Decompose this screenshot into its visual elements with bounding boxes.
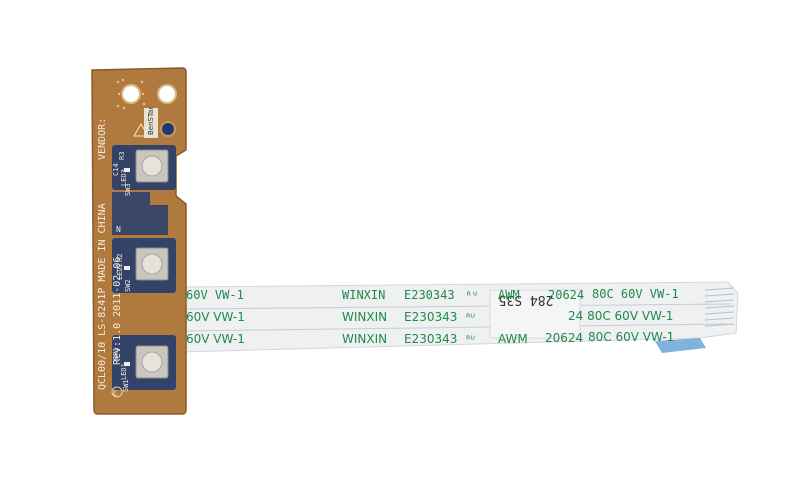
cable-print-row: 60V VW-1 WINXIN E230343 ᴿᵁ 24 80C 60V VW… <box>186 309 673 324</box>
ref-c14: C14 <box>112 163 120 176</box>
ref-led2: LED2 <box>116 263 124 280</box>
print-rating-left: 60V VW-1 <box>186 332 245 346</box>
fiducial <box>111 386 123 398</box>
print-code: E230343 <box>404 332 457 346</box>
print-maker: WINXIN <box>342 310 387 324</box>
cable-print-row: 60V VW-1 WINXIN E230343 ᴿᵁ AWM 20624 80C… <box>186 330 674 346</box>
ref-sw2: SW2 <box>124 279 132 292</box>
cable-stiffener <box>655 338 706 353</box>
brand-badge-label: BenSTar <box>147 107 155 135</box>
ref-led3: LED3 <box>120 169 128 186</box>
pcb-vendor-text: VENDOR: <box>97 118 108 160</box>
pcb-mask-area <box>112 192 168 235</box>
print-awm: AWM <box>498 332 528 346</box>
mounting-hole <box>121 84 141 104</box>
print-number: 20624 <box>545 331 583 345</box>
via-dots <box>116 78 146 110</box>
ref-r3: R3 <box>118 152 126 160</box>
print-rating: 80C 60V VW-1 <box>592 287 679 301</box>
ref-designators: R3 C14 LED3 SW3 LED2 SW2 R2 RR1 LED1 SW1… <box>112 152 132 398</box>
ref-marker-c: C <box>113 389 118 398</box>
ref-led1: LED1 <box>120 363 128 380</box>
print-maker: WINXIN <box>342 288 385 302</box>
print-ul-mark: ᴿᵁ <box>466 335 475 346</box>
label-sticker <box>489 289 581 339</box>
mounting-hole <box>157 84 177 104</box>
led-1 <box>124 362 130 366</box>
led-2 <box>124 266 130 270</box>
ref-sw3: SW3 <box>124 183 132 196</box>
pcb-revision-text: Rev:1.0 2011-02-06 <box>112 257 123 365</box>
brand-badge <box>144 108 158 138</box>
print-number: 20624 <box>548 288 584 302</box>
tactile-switch-sw3 <box>135 149 169 183</box>
ref-sw1: SW1 <box>122 379 130 392</box>
ref-marker-n: N <box>116 225 121 234</box>
print-ul-mark: ᴿᵁ <box>466 313 475 324</box>
cable-print-row: 60V VW-1 WINXIN E230343 ᴿᵁ AWM 20624 80C… <box>186 287 679 302</box>
pcb-model-text: QCL00/10 LS-8241P MADE IN CHINA <box>97 203 108 390</box>
ref-rr1: RR1 <box>112 347 120 360</box>
tactile-switch-sw1 <box>135 345 169 379</box>
print-rating: 80C 60V VW-1 <box>588 330 674 344</box>
handwritten-label: 284 S35 <box>499 292 554 307</box>
tactile-switch-sw2 <box>135 247 169 281</box>
via-pad <box>160 121 176 137</box>
print-rating: 24 80C 60V VW-1 <box>568 309 673 323</box>
ref-r2: R2 <box>116 254 124 262</box>
print-code: E230343 <box>404 288 455 302</box>
print-rating-left: 60V VW-1 <box>186 310 245 324</box>
print-code: E230343 <box>404 310 457 324</box>
print-maker: WINXIN <box>342 332 387 346</box>
led-3 <box>124 168 130 172</box>
pcb-board: BenSTar QCL00/10 LS-8241P MADE IN CHINA … <box>91 67 187 415</box>
print-ul-mark: ᴿᵁ <box>466 291 478 302</box>
cable-contacts <box>704 287 735 327</box>
flex-cable: 284 S35 60V VW-1 WINXIN E230343 ᴿᵁ AWM 2… <box>181 281 739 353</box>
cable-conductor-line <box>181 323 727 332</box>
print-awm: AWM <box>498 288 520 302</box>
print-rating-left: 60V VW-1 <box>186 288 244 302</box>
cable-conductor-line <box>181 303 731 310</box>
